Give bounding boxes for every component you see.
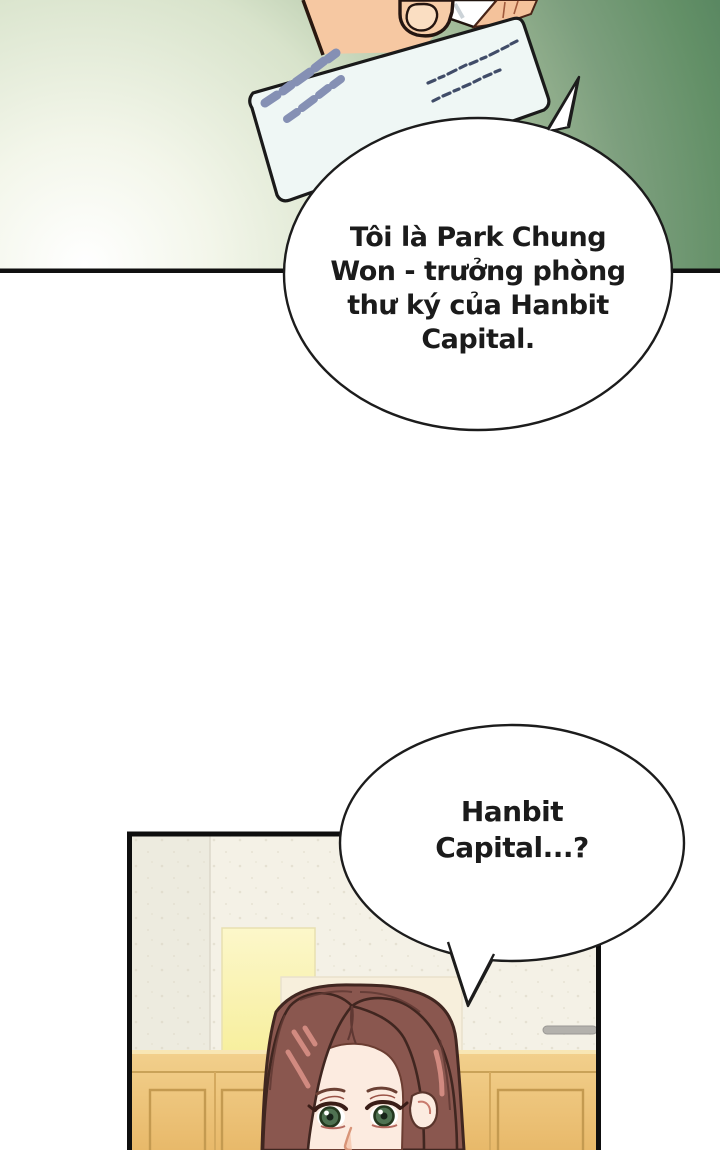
thumbnail — [405, 2, 439, 32]
speech-bubble-1 — [282, 75, 674, 432]
speech-bubble-2-body — [338, 723, 686, 963]
speech-bubble-2-tail-top — [446, 941, 496, 1006]
cabinet-inset-1 — [148, 1088, 207, 1150]
woman-eyebrows — [315, 1086, 398, 1096]
speech-bubble-1-text: Tôi là Park Chung Won - trưởng phòng thư… — [298, 221, 658, 357]
bubble1-line-4: Capital. — [421, 324, 535, 355]
speech-bubble-1-tail-top — [546, 77, 580, 131]
top-scene — [0, 0, 720, 432]
cuff-shading — [453, 3, 465, 19]
finger-creases — [502, 0, 519, 19]
wrist-outline — [301, 0, 325, 56]
bubble1-line-2: Won - trưởng phòng — [330, 256, 626, 287]
bubble1-line-1: Tôi là Park Chung — [349, 222, 607, 253]
card-contact-scribble — [426, 39, 519, 103]
speech-bubble-1-body — [282, 116, 674, 432]
hair-highlights — [285, 1025, 445, 1097]
woman-ear — [408, 1091, 439, 1130]
business-card — [248, 16, 551, 203]
bubble2-line-2: Capital...? — [435, 831, 589, 864]
woman-eyes — [307, 1094, 409, 1130]
cabinet-inset-3 — [496, 1088, 585, 1150]
bottom-panel — [127, 723, 686, 1150]
card-name-scribble — [260, 48, 345, 123]
speech-bubble-2-text: Hanbit Capital...? — [352, 794, 672, 866]
thumb — [398, 0, 455, 38]
bubble1-line-3: thư ký của Hanbit — [347, 290, 609, 321]
bubble2-line-1: Hanbit — [460, 795, 564, 828]
speech-bubble-2 — [338, 723, 686, 1008]
hair-strand-lines — [269, 990, 451, 1111]
door-handle — [542, 1025, 597, 1035]
woman-character — [260, 983, 466, 1150]
